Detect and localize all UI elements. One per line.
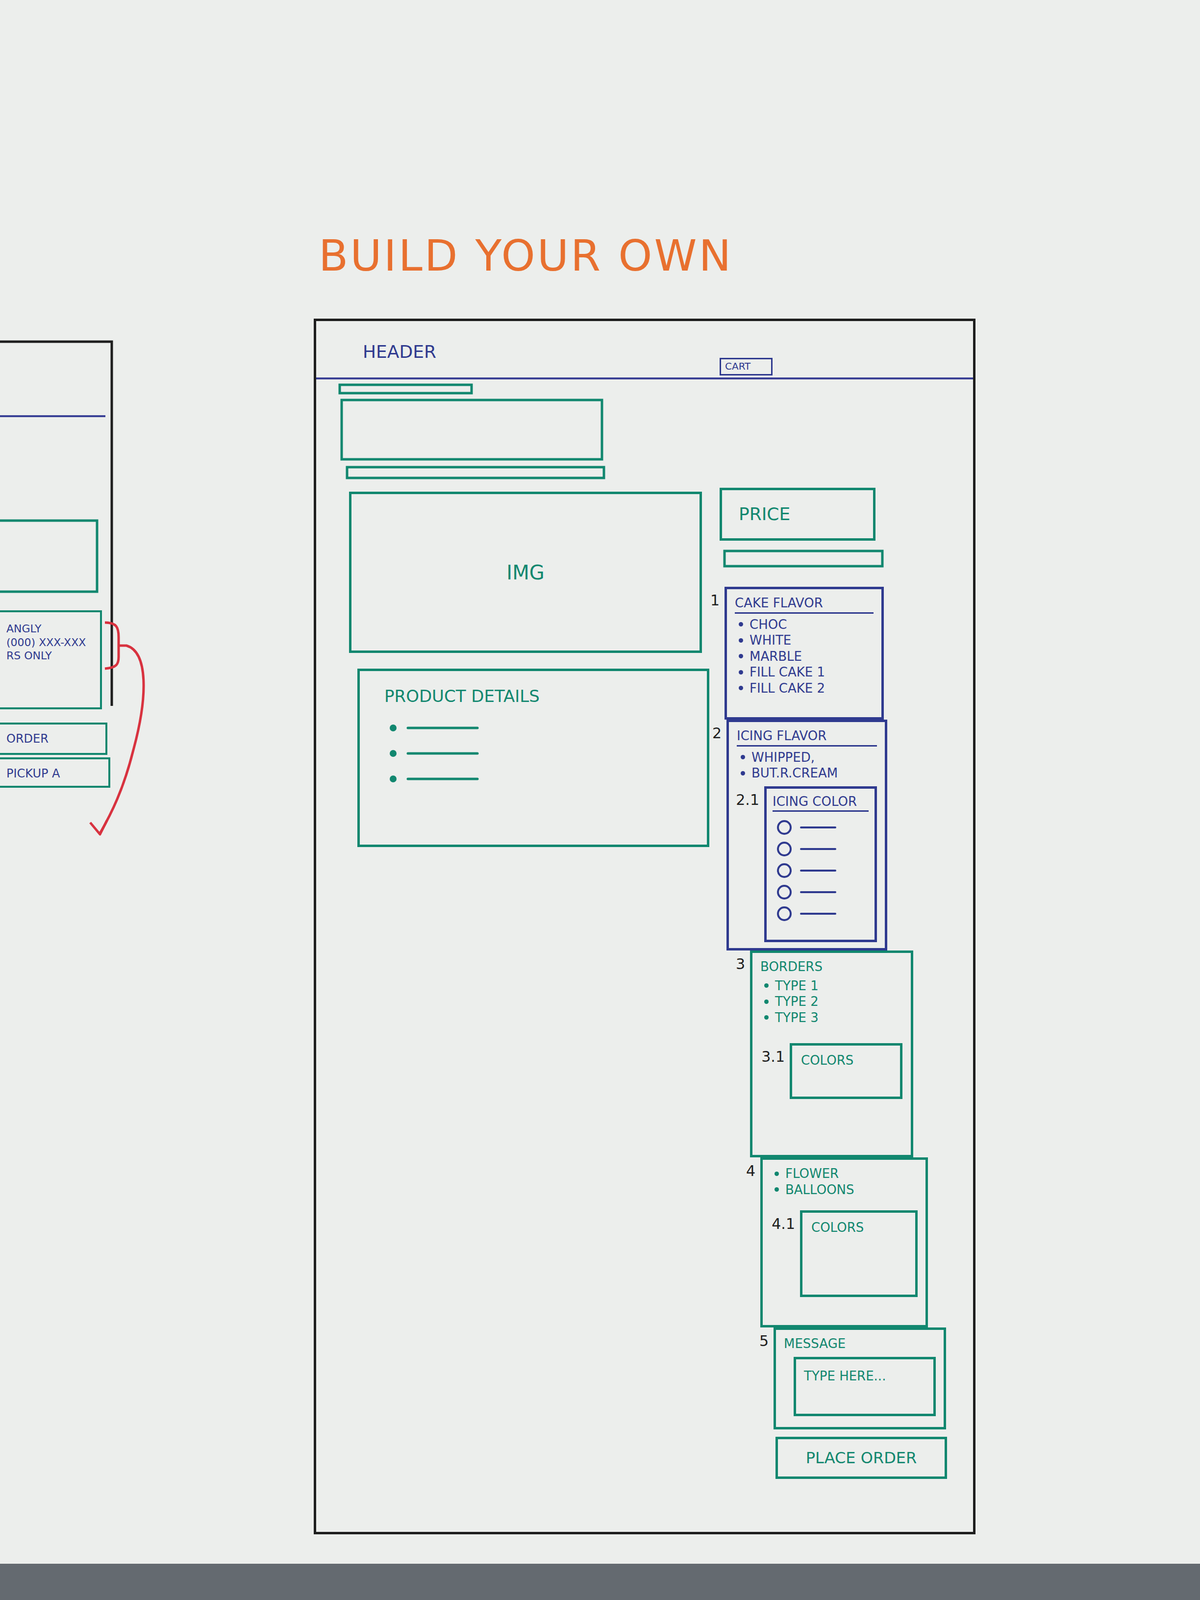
board-edge	[0, 1563, 1200, 1600]
box-label: PLACE ORDER	[805, 1448, 917, 1468]
left-header-line	[0, 415, 106, 418]
arrow-head	[90, 820, 107, 835]
callout-number: 3.1	[761, 1048, 785, 1066]
option-item: TYPE 3	[760, 1009, 903, 1026]
image-box: IMG	[349, 491, 702, 653]
callout-number: 4.1	[771, 1215, 796, 1233]
option-item: BUT.R.CREAM	[736, 765, 877, 782]
placeholder-line	[407, 751, 478, 755]
box-label: HEADER	[362, 340, 974, 363]
option-section: FLOWERBALLOONS COLORS	[760, 1157, 928, 1328]
box-label: PRODUCT DETAILS	[384, 685, 683, 707]
option-section: CAKE FLAVOR CHOCWHITEMARBLEFILL CAKE 1FIL…	[724, 586, 884, 720]
box-label: COLORS	[811, 1219, 907, 1236]
box-label: COLORS	[800, 1052, 892, 1069]
bracket	[104, 622, 119, 669]
radio-button	[777, 842, 791, 856]
bracket-group	[90, 622, 144, 835]
radio-button	[777, 907, 791, 921]
order-button: PLACE ORDER	[775, 1436, 948, 1479]
bullet-lines	[384, 715, 502, 800]
box-label: RS ONLY	[6, 649, 96, 663]
option-item: FILL CAKE 1	[734, 664, 874, 681]
option-item: WHIPPED,	[736, 749, 877, 766]
title-box	[341, 400, 602, 460]
cart-button: CART	[719, 357, 773, 376]
option-section: ICING FLAVOR WHIPPED,BUT.R.CREAM ICING COL…	[726, 719, 888, 951]
price-box: PRICE	[719, 487, 876, 541]
callout-number: 4	[746, 1162, 756, 1180]
placeholder-line	[800, 826, 836, 829]
color-picker: ICING COLOR	[764, 786, 877, 943]
radio-list	[772, 815, 861, 929]
radio-button	[777, 885, 791, 899]
callout-number: 1	[710, 591, 720, 609]
callout-number: 2	[712, 724, 722, 742]
option-item: WHITE	[734, 632, 874, 649]
color-box: COLORS	[800, 1210, 918, 1298]
option-item: TYPE 2	[760, 993, 903, 1010]
subtitle-bar	[347, 467, 604, 478]
box-label: PRICE	[738, 502, 857, 525]
box-label: (000) XXX-XXX	[6, 635, 96, 650]
callout-number: 3	[735, 955, 746, 973]
section-heading: MESSAGE	[783, 1335, 936, 1352]
callout-number: 2.1	[735, 791, 760, 809]
option-item: TYPE 1	[760, 977, 903, 995]
box-label: IMG	[506, 560, 545, 585]
option-item: FLOWER	[770, 1165, 918, 1182]
placeholder-line	[800, 848, 836, 850]
box-label: CART	[725, 360, 768, 373]
option-item: CHOC	[734, 616, 874, 633]
box-label: ANGLY	[6, 622, 96, 636]
bullet-dot	[389, 724, 397, 732]
radio-button	[777, 864, 791, 877]
option-item: FILL CAKE 2	[734, 680, 874, 697]
section-heading: ICING COLOR	[772, 793, 869, 813]
color-box: COLORS	[789, 1043, 903, 1100]
radio-button	[777, 821, 791, 834]
left-frame	[0, 341, 112, 706]
page-frame: HEADERCART IMG PRODUCT DETAILS PRICE CAKE FL…	[313, 318, 976, 1535]
callout-number: 5	[759, 1332, 769, 1350]
bullet-dot	[389, 750, 397, 757]
nav-button: ORDER	[0, 722, 108, 755]
placeholder-line	[407, 726, 478, 729]
bullet-dot	[389, 775, 397, 783]
left-panel	[0, 520, 98, 592]
section-heading: CAKE FLAVOR	[734, 595, 874, 614]
box-label: TYPE HERE...	[803, 1368, 926, 1385]
placeholder-line	[800, 891, 836, 894]
box-label: PICKUP A	[6, 766, 104, 781]
section-heading: ICING FLAVOR	[736, 727, 877, 747]
section-heading: BORDERS	[760, 958, 903, 975]
text-input: TYPE HERE...	[793, 1356, 936, 1417]
contact-box: ANGLY(000) XXX-XXXRS ONLY	[0, 610, 102, 710]
details-box: PRODUCT DETAILS	[357, 668, 710, 848]
header-line	[316, 377, 974, 380]
placeholder-line	[407, 777, 478, 780]
box-label: ORDER	[6, 731, 101, 747]
price-bar	[724, 550, 883, 567]
option-item: BALLOONS	[770, 1181, 918, 1199]
breadcrumb-bar	[339, 384, 472, 394]
placeholder-line	[800, 869, 836, 872]
nav-button: PICKUP A	[0, 757, 111, 788]
page-title: BUILD YOUR OWN	[318, 230, 733, 281]
option-item: MARBLE	[734, 648, 874, 665]
placeholder-line	[800, 912, 836, 915]
message-section: MESSAGE TYPE HERE...	[773, 1327, 947, 1430]
